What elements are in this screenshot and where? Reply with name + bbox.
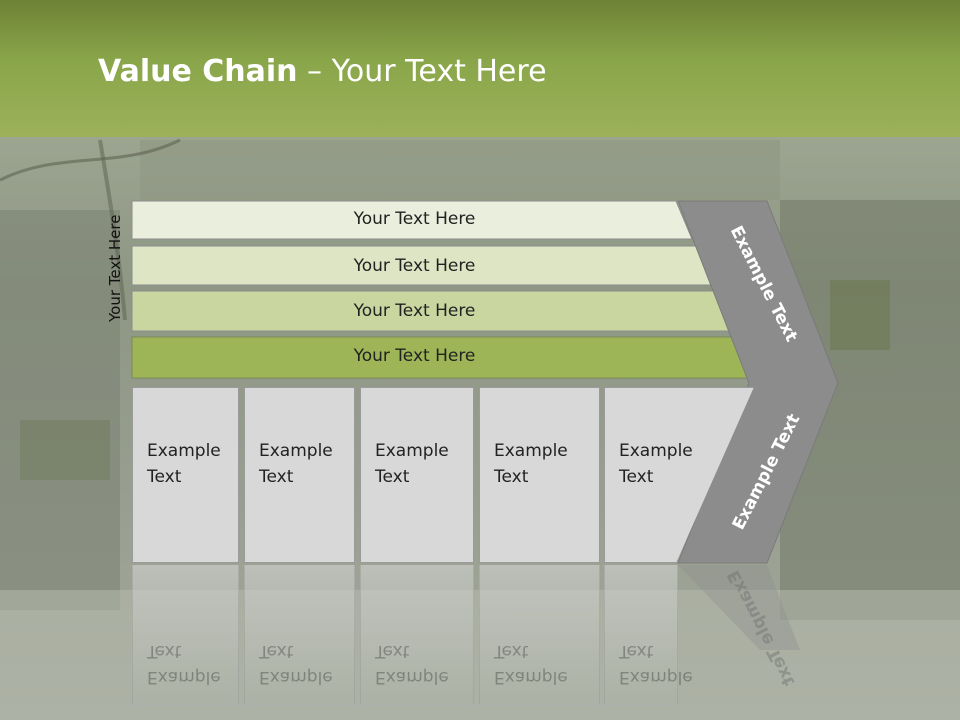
activity-box-1: Example Text [132,387,239,563]
activity-box-5-text: Example Text [619,441,693,487]
header-band [0,0,960,137]
activity-box-2-text: Example Text [259,441,333,487]
slide-title: Value Chain – Your Text Here [98,54,547,89]
bar-3-label: Your Text Here [353,301,476,321]
activity-box-3-text: Example Text [375,441,449,487]
activity-box-2-reflection: Example Text [244,565,355,705]
activity-box-1-reflection: Example Text [132,565,239,705]
activity-box-2: Example Text [244,387,355,563]
activity-box-4-reflection: Example Text [479,565,600,705]
activity-box-1-reflection-text: Example Text [147,641,221,687]
activity-box-4-text: Example Text [494,441,568,487]
activity-box-5-reflection: Example Text [604,565,693,705]
title-rest: – Your Text Here [297,54,547,89]
activity-box-3: Example Text [360,387,474,563]
bar-2-label: Your Text Here [353,256,476,276]
activity-box-5-reflection-text: Example Text [619,641,693,687]
activity-box-1-text: Example Text [147,441,221,487]
chevron-shape [677,200,839,564]
activity-box-2-reflection-text: Example Text [259,641,333,687]
activity-box-4: Example Text [479,387,600,563]
title-bold: Value Chain [98,54,298,89]
activity-box-3-reflection-text: Example Text [375,641,449,687]
bar-1-label: Your Text Here [353,209,476,229]
bar-1-shape [131,200,693,240]
activity-box-4-reflection-text: Example Text [494,641,568,687]
chevron-reflection [678,565,800,650]
activity-box-3-reflection: Example Text [360,565,474,705]
bar-4-label: Your Text Here [353,346,476,366]
